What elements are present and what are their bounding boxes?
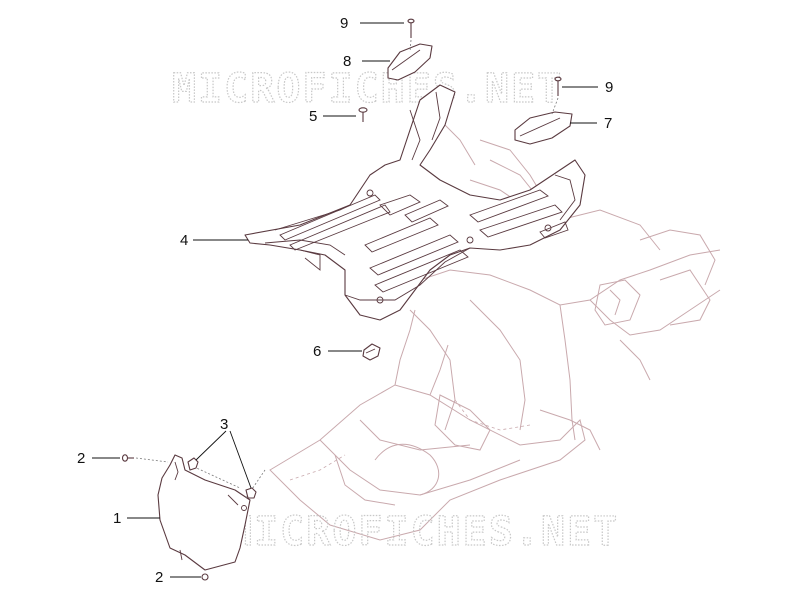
leader-3a (195, 430, 227, 461)
callout-5: 5 (309, 108, 317, 125)
part-2-washer (201, 573, 209, 581)
part-3-clip-a (187, 457, 199, 471)
callout-1: 1 (113, 510, 121, 527)
part-4-floor-mat (244, 84, 586, 321)
part-2-screw (121, 454, 169, 463)
part-7-pad (514, 111, 573, 145)
scooter-frame (269, 119, 721, 541)
part-9-screw-top (407, 18, 415, 38)
watermark-bottom: MICROFICHES.NET (228, 509, 619, 555)
part-5-screw (358, 107, 368, 122)
callout-2-top: 2 (77, 450, 85, 467)
leader-3b (229, 430, 252, 489)
part-8-pad (387, 43, 433, 81)
part-9-screw-right (551, 76, 562, 115)
part-3-clip-b (245, 487, 257, 499)
callout-6: 6 (313, 343, 321, 360)
callout-8: 8 (343, 53, 351, 70)
callout-3: 3 (220, 416, 228, 433)
part-6-clip (362, 343, 381, 361)
callouts: 9 8 9 5 7 4 6 3 2 1 2 (77, 15, 613, 586)
part-1-cover-panel (157, 454, 266, 571)
callout-9-top: 9 (340, 15, 348, 32)
callout-2-bottom: 2 (155, 569, 163, 586)
callout-9-right: 9 (605, 79, 613, 96)
callout-7: 7 (604, 115, 612, 132)
callout-4: 4 (180, 232, 188, 249)
watermark-top: MICROFICHES.NET (172, 66, 563, 112)
